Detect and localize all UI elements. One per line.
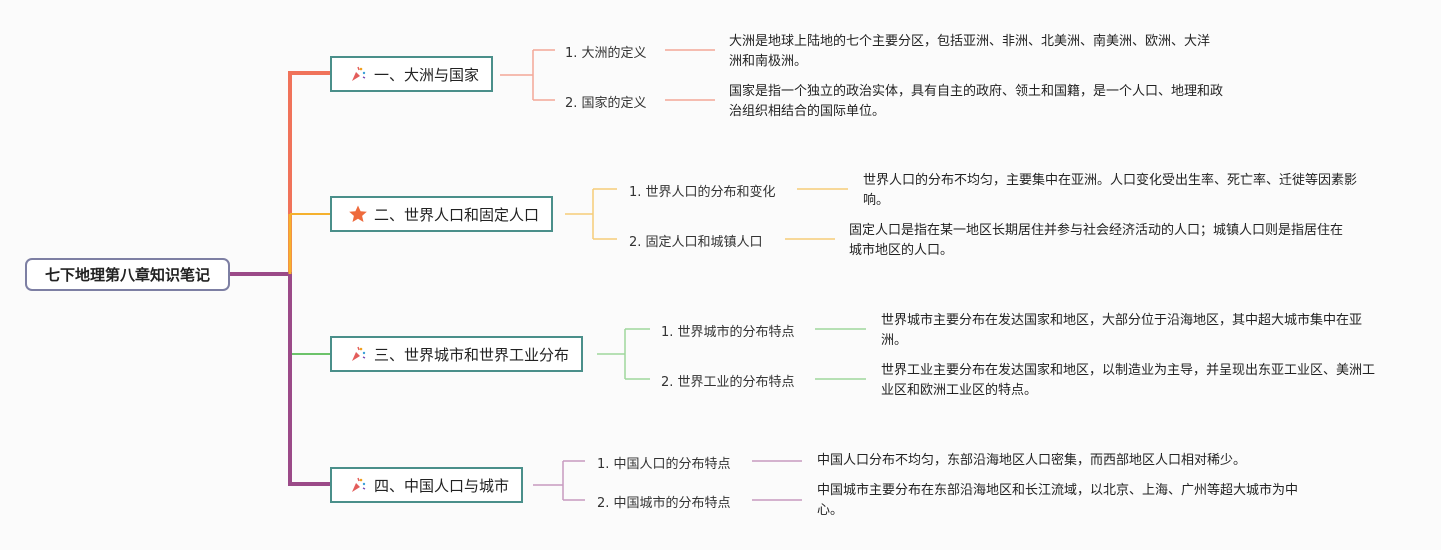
note-china-cities[interactable]: 中国城市主要分布在东部沿海地区和长江流域，以北京、上海、广州等超大城市为中心。 (817, 483, 1299, 518)
subtopic-china-population[interactable]: 1. 中国人口的分布特点 (597, 457, 731, 472)
subtopic-china-cities[interactable]: 2. 中国城市的分布特点 (597, 496, 731, 511)
topic-title: 四、中国人口与城市 (374, 476, 510, 495)
topic-title: 一、大洲与国家 (374, 65, 480, 84)
subtopic-continent-definition[interactable]: 1. 大洲的定义 (565, 46, 647, 61)
subtopic-world-industry[interactable]: 2. 世界工业的分布特点 (661, 375, 795, 390)
topic-title: 二、世界人口和固定人口 (374, 205, 540, 224)
topic-world-population[interactable]: 二、世界人口和固定人口 (330, 196, 554, 232)
confetti-icon (348, 475, 368, 495)
root-title: 七下地理第八章知识笔记 (44, 266, 210, 284)
note-continent-definition[interactable]: 大洲是地球上陆地的七个主要分区，包括亚洲、非洲、北美洲、南美洲、欧洲、大洋洲和南… (729, 34, 1211, 69)
branch-line-4 (230, 272, 330, 486)
star-icon (348, 204, 368, 224)
topic-continents-countries[interactable]: 一、大洲与国家 (330, 56, 494, 92)
root-topic[interactable]: 七下地理第八章知识笔记 (25, 258, 230, 291)
note-world-industry[interactable]: 世界工业主要分布在发达国家和地区，以制造业为主导，并呈现出东亚工业区、美洲工业区… (881, 363, 1376, 398)
subtopic-fixed-urban-population[interactable]: 2. 固定人口和城镇人口 (629, 235, 763, 250)
branch-line-1 (230, 71, 330, 276)
subtopic-population-distribution[interactable]: 1. 世界人口的分布和变化 (629, 185, 776, 200)
subtopic-world-cities[interactable]: 1. 世界城市的分布特点 (661, 325, 795, 340)
subtopic-country-definition[interactable]: 2. 国家的定义 (565, 96, 647, 111)
confetti-icon (348, 64, 368, 84)
topic-china-population-cities[interactable]: 四、中国人口与城市 (330, 467, 524, 503)
note-population-distribution[interactable]: 世界人口的分布不均匀，主要集中在亚洲。人口变化受出生率、死亡率、迁徙等因素影响。 (863, 173, 1358, 208)
note-world-cities[interactable]: 世界城市主要分布在发达国家和地区，大部分位于沿海地区，其中超大城市集中在亚洲。 (881, 313, 1363, 348)
topic-title: 三、世界城市和世界工业分布 (374, 345, 570, 364)
topic-world-cities-industry[interactable]: 三、世界城市和世界工业分布 (330, 336, 584, 372)
note-fixed-urban-population[interactable]: 固定人口是指在某一地区长期居住并参与社会经济活动的人口；城镇人口则是指居住在城市… (849, 223, 1344, 258)
confetti-icon (348, 344, 368, 364)
note-china-population[interactable]: 中国人口分布不均匀，东部沿海地区人口密集，而西部地区人口相对稀少。 (817, 453, 1247, 468)
note-country-definition[interactable]: 国家是指一个独立的政治实体，具有自主的政府、领土和国籍，是一个人口、地理和政治组… (729, 84, 1224, 119)
